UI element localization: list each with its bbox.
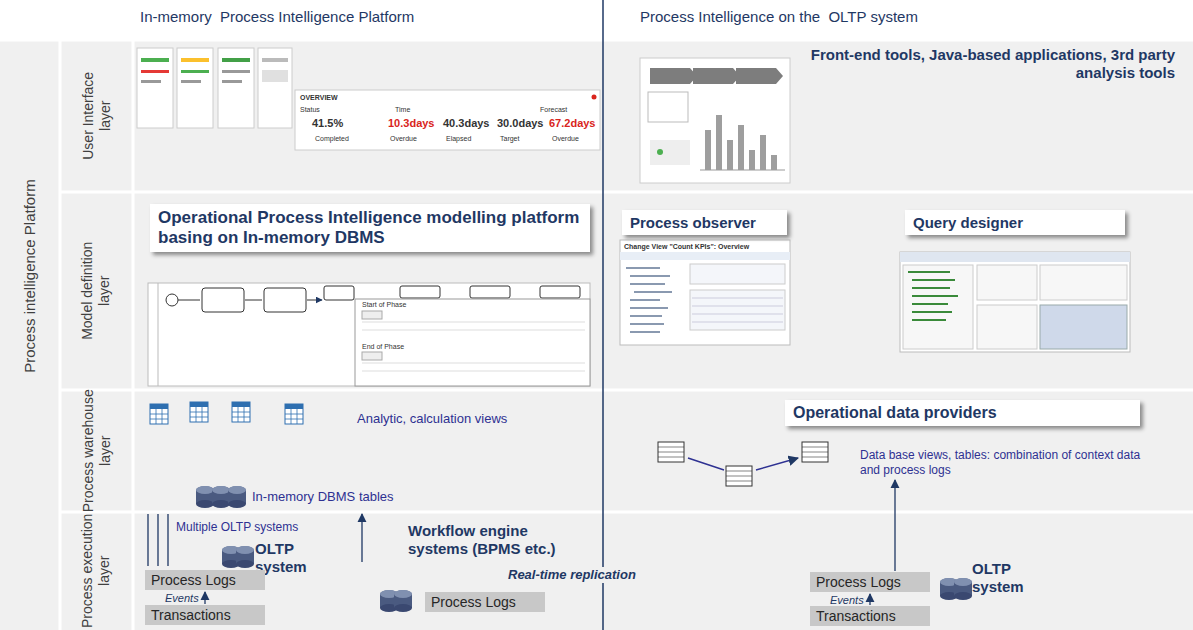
node-text: Query designer [913,214,1117,231]
text-label: Elapsed [446,135,471,143]
view-icons [150,402,303,424]
layer-label: Process warehouse layer [79,383,113,518]
node-text: Process Logs [816,574,924,590]
node-text: Data base views, tables: combination of … [860,448,1150,478]
layer-label: Model definition layer [79,226,113,356]
edge-label: Events [830,594,864,606]
text-label: End of Phase [362,343,404,351]
component-box: Operational Process Intelligence modelli… [150,204,590,252]
text-label: Front-end tools, Java-based applications… [785,46,1175,82]
node-text: Operational data providers [793,404,1132,422]
text-label: Completed [315,135,349,143]
text-label: Overdue [552,135,579,143]
text-label: Real-time replication [505,567,639,583]
data-provider-icons [658,442,828,486]
text-label: Overdue [390,135,417,143]
text-label: 67.2days [549,117,595,130]
text-label: 41.5% [312,117,343,130]
observer-screenshot [620,240,790,345]
text-label: Forecast [540,106,567,114]
text-node: Data base views, tables: combination of … [860,448,1150,478]
log-box: Process Logs [425,592,545,612]
text-label: OLTP system [972,560,1032,596]
node-text: Transactions [151,607,259,623]
text-label: OVERVIEW [300,94,338,102]
node-text: Process Logs [151,572,259,588]
text-label: Multiple OLTP systems [176,520,298,534]
text-label: In-memory Process Intelligence Platform [140,8,414,26]
event-arrow [204,592,205,604]
oltp-cylinders [222,546,972,612]
text-label: Analytic, calculation views [357,411,507,427]
dbms-cylinders [196,486,246,508]
component-box: Operational data providers [785,400,1140,426]
log-box: Process Logs [145,570,265,590]
node-text: Process Logs [431,594,539,610]
query-designer-screenshot [900,252,1130,352]
layer-label: Process execution layer [79,513,113,629]
text-label: Status [300,106,320,114]
log-box: Transactions [810,606,930,626]
log-box: Process Logs [810,572,930,592]
text-label: Workflow engine systems (BPMS etc.) [408,522,588,558]
text-label: Start of Phase [362,301,406,309]
text-label: Target [500,135,519,143]
node-text: Process observer [630,214,779,231]
layer-label: User Interface layer [79,58,113,173]
event-arrow [869,594,870,605]
text-label: Process Intelligence on the OLTP system [640,8,918,26]
text-label: 10.3days [388,117,434,130]
event-arrow [894,480,895,571]
dashboard-tiles [137,48,600,150]
edge-label: Events [165,592,199,604]
component-box: Query designer [905,210,1125,235]
frontend-screenshot [640,58,790,183]
bpmn-screenshot [148,283,590,386]
text-label: In-memory DBMS tables [252,489,394,505]
node-text: Operational Process Intelligence modelli… [158,208,582,248]
text-label: 40.3days [443,117,489,130]
node-text: Transactions [816,608,924,624]
layer-label: Process intelligence Platform [21,111,39,441]
text-label: Time [395,106,410,114]
log-box: Transactions [145,605,265,625]
text-label: 30.0days [497,117,543,130]
text-label: Change View "Count KPIs": Overview [624,243,749,251]
component-box: Process observer [622,210,787,235]
